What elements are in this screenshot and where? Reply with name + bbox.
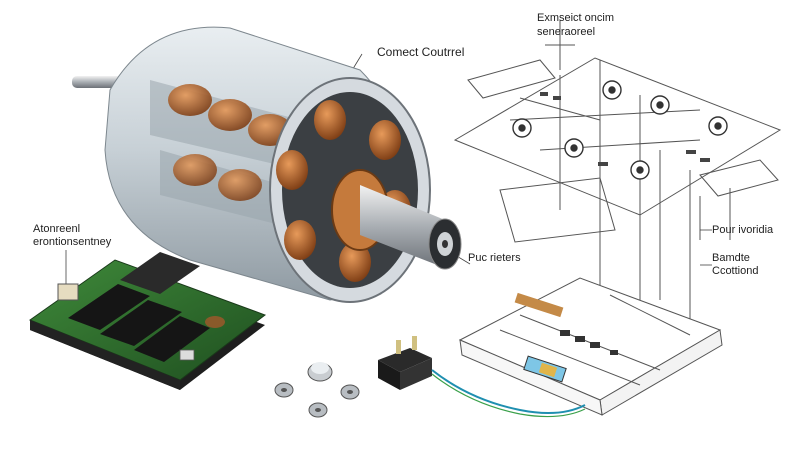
pcb-header — [57, 283, 79, 301]
signal-wire — [431, 369, 586, 414]
pcb-chips — [68, 284, 210, 362]
controller-pcb — [28, 252, 267, 390]
schematic-lower-components — [514, 292, 618, 383]
label-right-1: Pour ivoridia — [712, 224, 774, 236]
schematic-lower-board — [458, 277, 723, 416]
label-right-2-line1: Bamdte — [712, 252, 750, 264]
wire-connector — [378, 348, 432, 372]
motor-assembly — [72, 26, 462, 303]
label-top-right-line1: Exmseict oncim — [537, 12, 615, 24]
hardware-parts — [274, 336, 586, 418]
schematic-rings — [512, 80, 728, 180]
label-shaft: Puc rieters — [468, 252, 521, 264]
label-right-2-line2: Ccottiond — [712, 265, 759, 277]
front-shaft — [360, 185, 445, 268]
label-left-line1: Atonreenl — [33, 223, 81, 235]
label-top-right-line2: seneraoreel — [537, 26, 596, 38]
schematic-small-components — [540, 92, 710, 166]
pcb-connector — [120, 252, 200, 294]
label-left-line2: erontionsentney — [33, 236, 112, 248]
schematic-side-box — [499, 159, 779, 243]
label-connect-controller: Comect Coutrrel — [377, 45, 465, 59]
